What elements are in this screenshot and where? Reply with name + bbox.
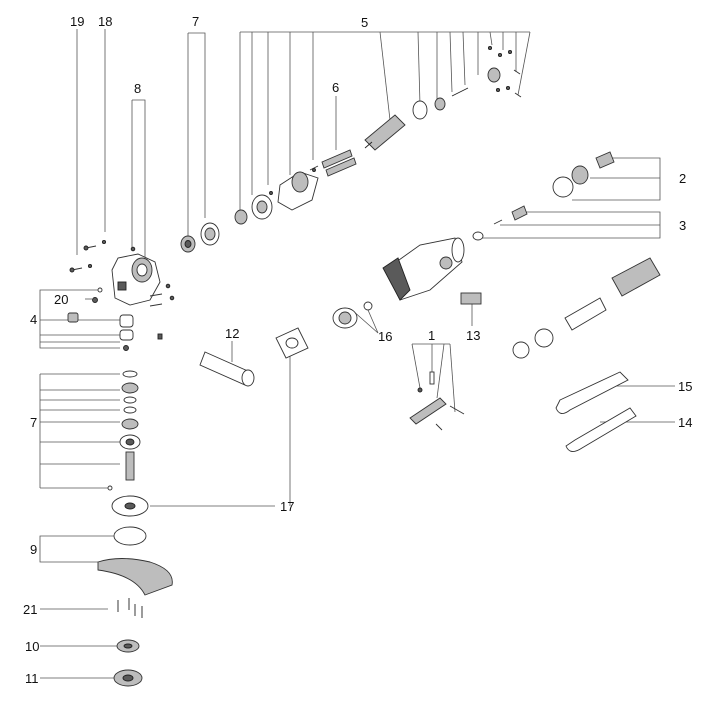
small-parts-4-20: [67, 283, 175, 351]
flange-nut-10: [116, 639, 140, 653]
callout-8: 8: [134, 81, 141, 96]
callout-1: 1: [428, 328, 435, 343]
screws-21: [117, 598, 143, 618]
callout-10: 10: [25, 639, 39, 654]
carbon-brushes-6: [312, 149, 357, 177]
motor-housing: [382, 237, 465, 301]
callout-15: 15: [678, 379, 692, 394]
callout-17: 17: [280, 499, 294, 514]
sleeve-16: [332, 301, 373, 329]
callout-13: 13: [466, 328, 480, 343]
callout-16: 16: [378, 329, 392, 344]
switch-parts-1: [409, 371, 465, 431]
callout-21: 21: [23, 602, 37, 617]
callout-14: 14: [678, 415, 692, 430]
clamp-nut-11: [113, 669, 143, 687]
callout-20: 20: [54, 292, 68, 307]
callout-19: 19: [70, 14, 84, 29]
callout-7-left: 7: [30, 415, 37, 430]
callout-12: 12: [225, 326, 239, 341]
callout-9: 9: [30, 542, 37, 557]
flange-disc: [111, 495, 149, 517]
gasket-17: [275, 327, 309, 359]
callout-11: 11: [25, 671, 39, 686]
wheel-guard-9: [97, 526, 173, 596]
bearings-7-top: [180, 222, 220, 253]
callout-3: 3: [679, 218, 686, 233]
leader-lines: [39, 29, 675, 679]
screws-18-19: [69, 239, 107, 273]
callout-labels: 19 18 7 5 8 6 2 3 20 4 12 1 16 13 15 14 …: [23, 14, 692, 686]
side-handle-12: [199, 351, 255, 387]
callout-2: 2: [679, 171, 686, 186]
gear-head-housing-8: [111, 246, 161, 306]
callout-18: 18: [98, 14, 112, 29]
callout-7-top: 7: [192, 14, 199, 29]
label-13: [460, 292, 482, 305]
armature-parts-5: [234, 45, 522, 225]
callout-5: 5: [361, 15, 368, 30]
rear-handle-assembly: [512, 257, 661, 359]
wrenches-14-15: [555, 371, 637, 452]
callout-4: 4: [30, 312, 37, 327]
callout-6: 6: [332, 80, 339, 95]
spindle-parts-7-left: [107, 370, 141, 491]
rear-parts-2-3: [472, 151, 615, 241]
